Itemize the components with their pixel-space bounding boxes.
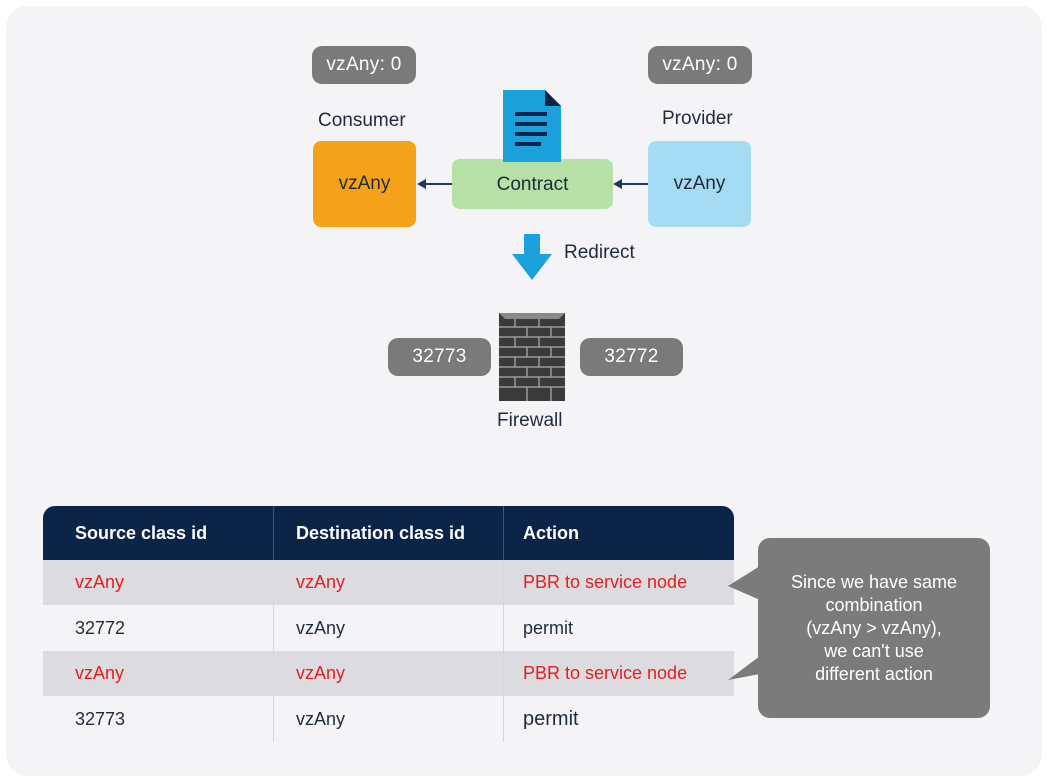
column-separator [503,560,504,742]
redirect-label: Redirect [564,242,635,263]
redirect-arrow-icon [512,234,552,280]
row2-action: permit [523,617,574,638]
callout-line: Since we have same [790,571,958,592]
callout-line: (vzAny > vzAny), [806,617,942,638]
table-row [43,605,734,651]
row1-source: vzAny [75,572,125,592]
arrow-to-consumer-head [417,179,426,189]
row1-destination: vzAny [296,572,346,592]
header-action: Action [523,522,579,543]
table-row [43,560,734,605]
callout-bubble: Since we have same combination (vzAny > … [758,538,990,718]
provider-vzany-tag: vzAny: 0 [648,46,752,84]
firewall-label: Firewall [497,410,563,431]
firewall-left-tag: 32773 [388,338,491,376]
row4-source: 32773 [75,708,126,729]
table-row [43,696,734,742]
arrow-to-consumer [424,183,452,185]
callout-pointers [728,566,760,680]
provider-label: Provider [662,108,733,129]
callout-line: different action [815,663,933,684]
row3-action: PBR to service node [523,663,688,683]
row2-destination: vzAny [296,617,346,638]
row4-destination: vzAny [296,708,346,729]
consumer-box: vzAny [313,141,416,227]
table-header [43,506,734,560]
column-separator [273,560,274,742]
contract-box: Contract [452,159,613,209]
contract-document-icon [503,90,561,162]
row1-action: PBR to service node [523,572,688,592]
provider-box: vzAny [648,141,751,227]
header-destination-class-id: Destination class id [296,522,466,543]
consumer-vzany-tag: vzAny: 0 [312,46,416,84]
table-row [43,651,734,696]
arrow-to-contract [621,183,648,185]
row3-destination: vzAny [296,663,346,683]
header-separator [503,506,504,560]
row4-action: permit [523,707,579,730]
header-source-class-id: Source class id [75,522,208,543]
header-separator [273,506,274,560]
arrow-to-contract-head [613,179,622,189]
row3-source: vzAny [75,663,125,683]
consumer-label: Consumer [318,110,406,131]
callout-line: we can't use [824,640,924,661]
firewall-icon [499,313,565,401]
callout-line: combination [825,594,923,615]
row2-source: 32772 [75,617,126,638]
firewall-right-tag: 32772 [580,338,683,376]
